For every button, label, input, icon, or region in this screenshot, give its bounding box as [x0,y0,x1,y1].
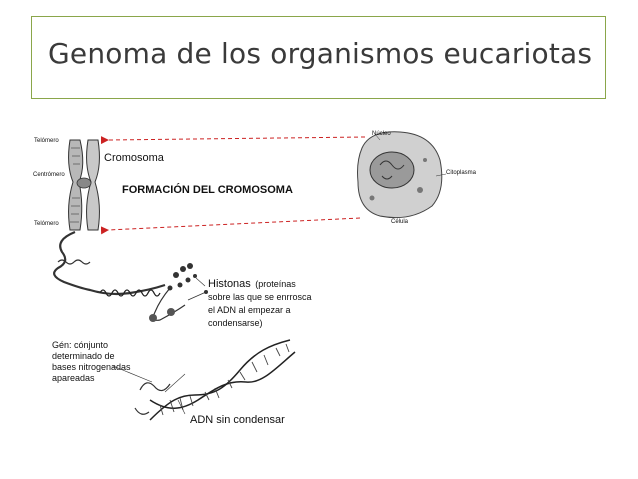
label-telomero-top: Telómero [34,138,59,144]
arrow-top [108,137,365,140]
histonas-paren: (proteínas [255,279,296,289]
label-adn: ADN sin condensar [190,414,285,426]
label-citoplasma: Citoplasma [446,170,476,176]
histone-beads [168,263,209,294]
label-nucleo: Núcleo [372,131,391,137]
diagram-heading: FORMACIÓN DEL CROMOSOMA [122,184,293,196]
label-celula: Célula [391,219,408,225]
arrow-bottom [108,218,360,230]
label-telomero-bottom: Telómero [34,221,59,227]
chromosome-icon [69,140,100,230]
label-cromosoma: Cromosoma [104,152,164,164]
gen-text: Gén: cónjunto determinado de bases nitro… [52,340,131,384]
chromatin-fiber [54,232,165,294]
histonas-line4: condensarse) [208,318,263,328]
histonas-line2: sobre las que se enrrosca [208,292,312,302]
gen-line3: bases nitrogenadas [52,362,131,372]
gen-line1: Gén: cónjunto [52,340,108,350]
gen-line2: determinado de [52,351,115,361]
label-centromero: Centrómero [33,172,65,178]
histonas-title: Histonas [208,278,251,290]
gen-line4: apareadas [52,373,95,383]
cell-icon [358,132,447,218]
histonas-text: Histonas (proteínas sobre las que se enr… [208,277,312,329]
dna-helix [135,340,295,420]
histonas-line3: el ADN al empezar a [208,305,291,315]
